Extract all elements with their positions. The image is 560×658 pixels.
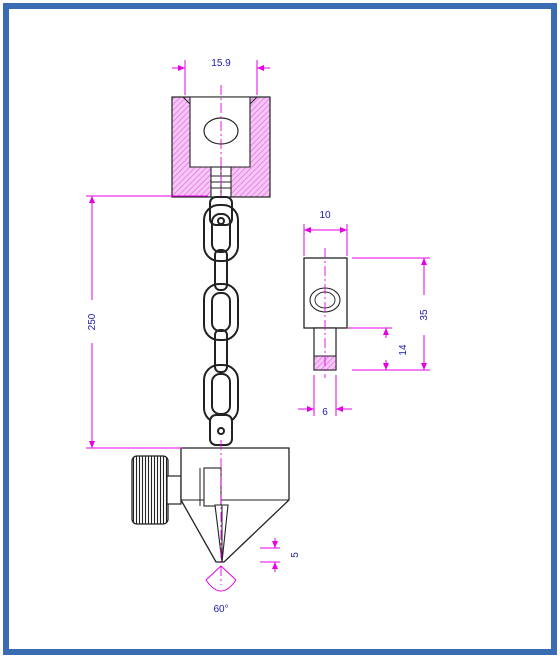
dim-side-height: 35 (419, 309, 430, 321)
dim-side-lower: 14 (398, 344, 409, 356)
dimension-arrows (89, 65, 427, 569)
chain (203, 196, 239, 446)
dim-side-width: 10 (319, 210, 331, 221)
knurled-knob (131, 455, 169, 525)
dim-tip-height: 5 (290, 552, 301, 558)
cone-indenter (131, 447, 290, 563)
dim-top-width: 15.9 (211, 58, 231, 69)
dim-chain-length: 250 (87, 313, 98, 330)
dim-side-bottom: 6 (322, 407, 328, 418)
dim-angle: 60° (213, 604, 228, 615)
outer-border (3, 3, 557, 655)
side-view (303, 248, 348, 378)
